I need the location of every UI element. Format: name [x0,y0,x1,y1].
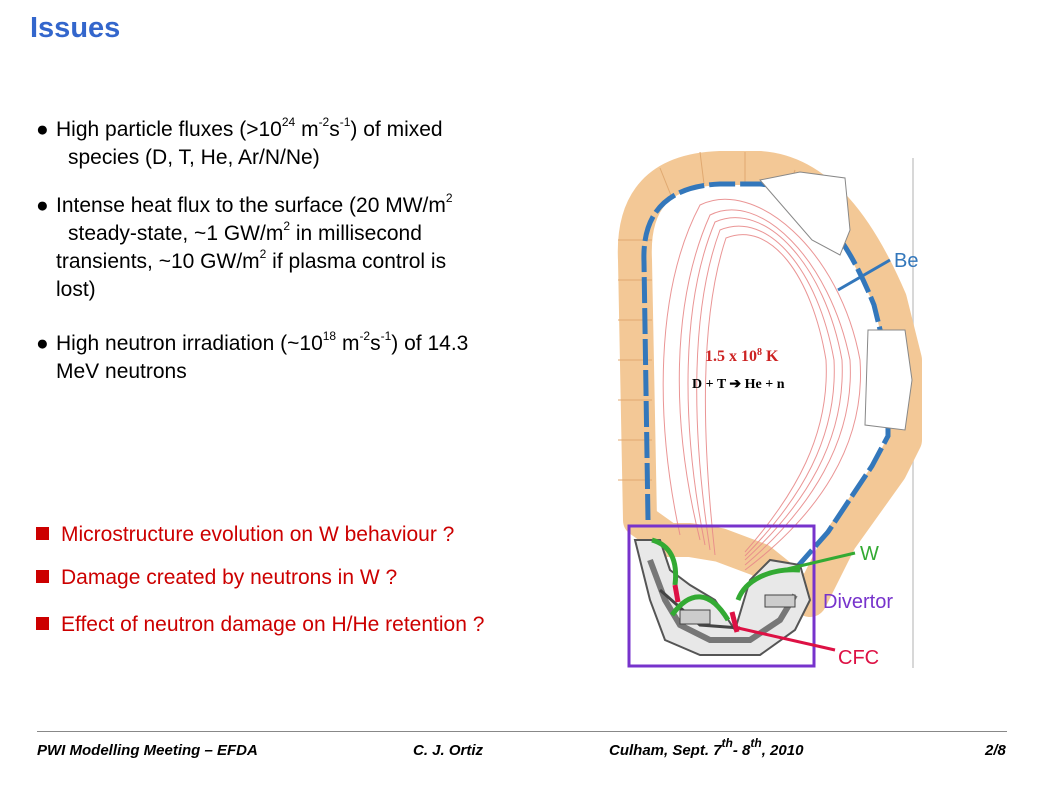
label-w: W [860,543,879,565]
divertor-highlight-box [627,524,816,668]
label-be: Be [894,250,918,272]
square-bullet-icon [36,617,49,630]
square-bullet-icon [36,570,49,583]
square-bullet-icon [36,527,49,540]
question-retention: Effect of neutron damage on H/He retenti… [36,613,484,637]
tokamak-cross-section-diagram: Be W Divertor CFC 1.5 x 108 K D + T ➔ He… [617,151,922,669]
bullet-particle-flux: ● High particle fluxes (>1024 m-2s-1) of… [36,115,443,169]
plasma-temperature: 1.5 x 108 K [705,347,779,365]
divertor-structure [633,537,812,656]
be-leader-line [837,258,891,292]
bullet-neutron-irradiation: ● High neutron irradiation (~1018 m-2s-1… [36,329,469,383]
bullet-dot: ● [36,118,49,141]
question-microstructure: Microstructure evolution on W behaviour … [36,523,454,547]
footer-author: C. J. Ortiz [413,742,484,759]
bullet-dot: ● [36,332,49,355]
footer-page-number: 2/8 [985,742,1006,759]
label-cfc: CFC [838,647,879,669]
footer-meeting: PWI Modelling Meeting – EFDA [37,742,258,759]
question-neutron-damage: Damage created by neutrons in W ? [36,566,397,590]
bullet-heat-flux: ● Intense heat flux to the surface (20 M… [36,191,453,301]
w-leader-line [769,551,856,575]
cfc-leader-line [737,626,836,652]
footer-date: Culham, Sept. 7th- 8th, 2010 [609,736,804,759]
footer-divider [37,731,1007,732]
fusion-reaction: D + T ➔ He + n [692,377,785,392]
slide-title: Issues [30,12,121,44]
label-divertor: Divertor [823,591,893,613]
bullet-dot: ● [36,194,49,217]
